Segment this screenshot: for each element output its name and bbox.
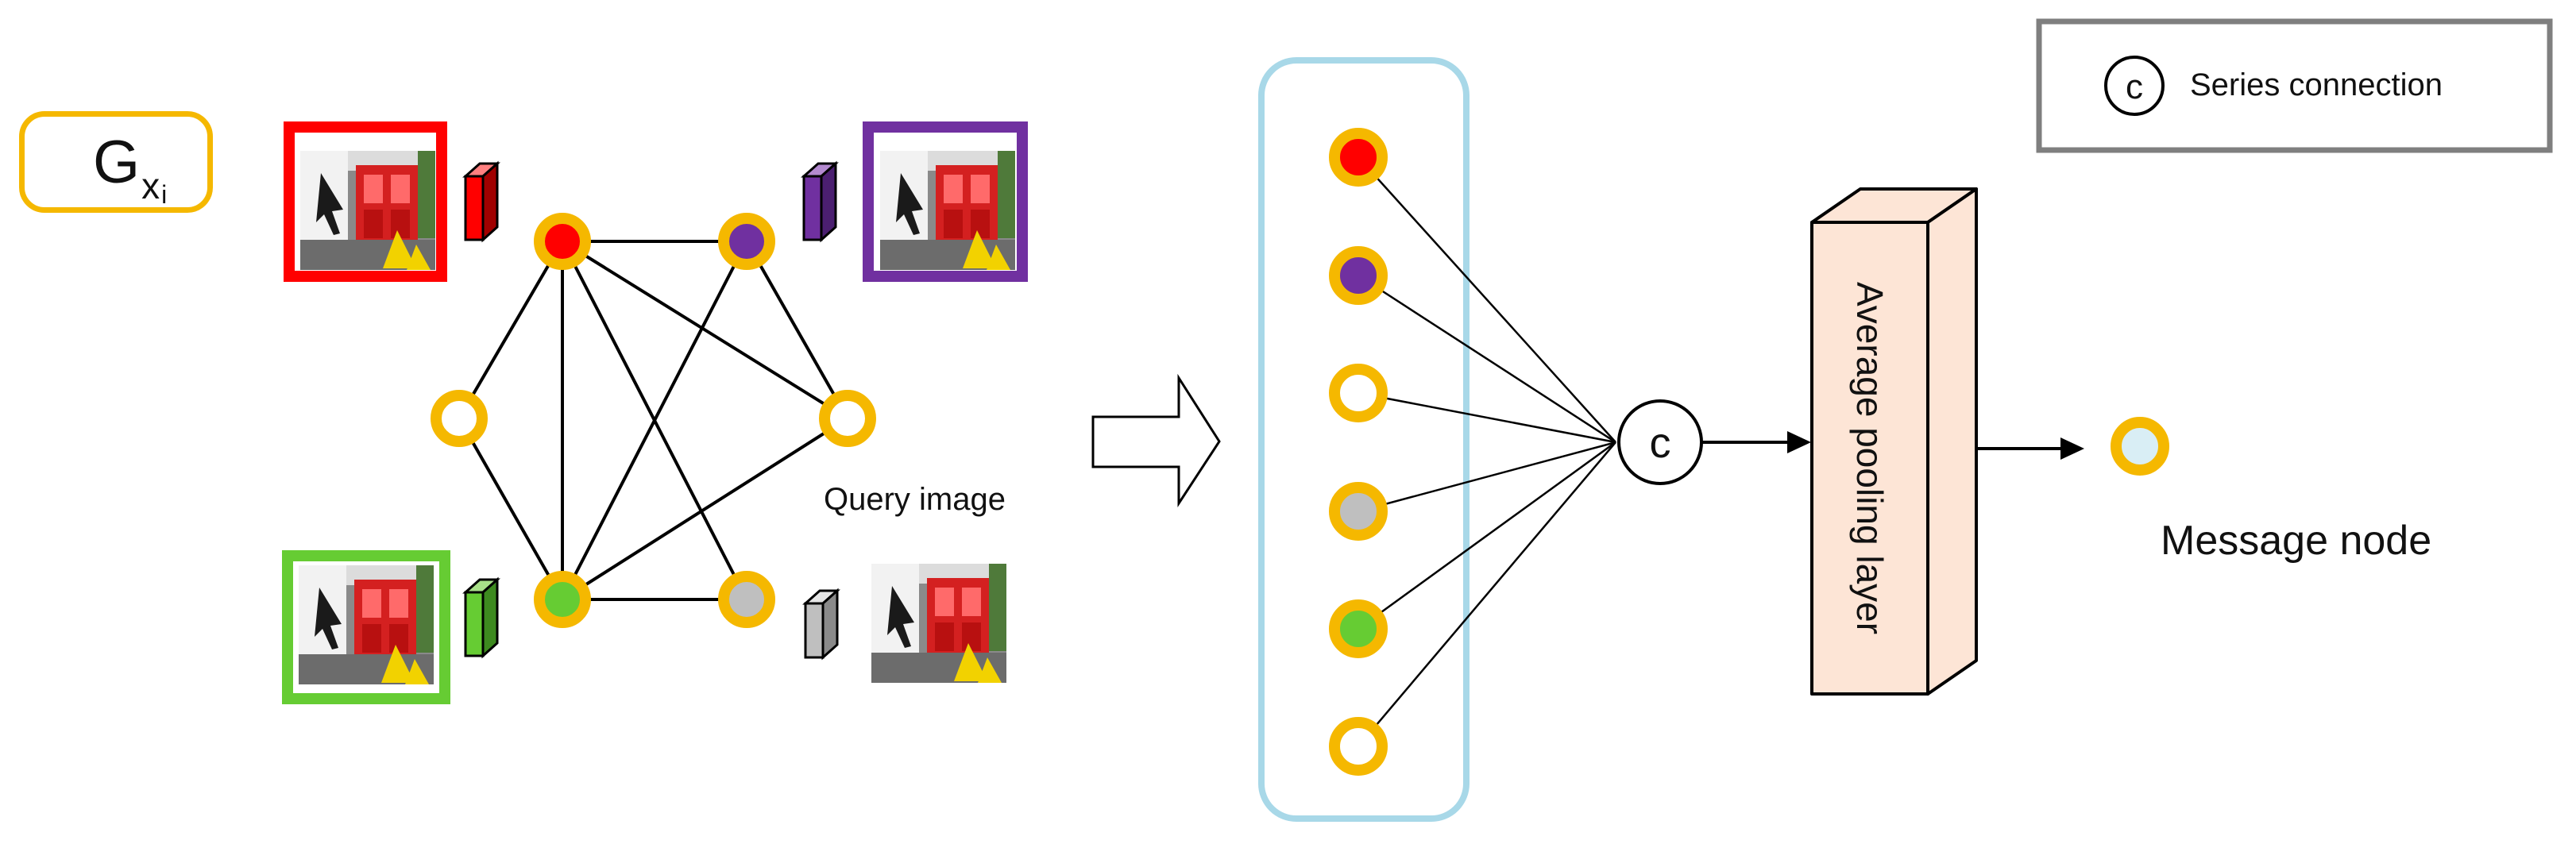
image-thumbnail <box>871 564 1006 683</box>
graph-node-empty <box>819 390 876 447</box>
fan-line <box>1358 156 1616 443</box>
graph-label-subsub: i <box>161 180 168 209</box>
hollow-arrow-icon <box>1091 373 1221 508</box>
fan-line <box>1358 274 1616 444</box>
query-image-label: Query image <box>824 482 1006 517</box>
image-thumbnail <box>880 151 1015 270</box>
message-node <box>2111 417 2169 476</box>
message-node-label: Message node <box>2161 518 2431 564</box>
graph-label-main: G <box>93 129 141 196</box>
legend-symbol-circle <box>2104 56 2165 116</box>
arrowhead-icon <box>1787 431 1811 453</box>
image-red-group <box>284 121 447 282</box>
graph-node-green <box>534 571 591 628</box>
feature-cube-icon <box>462 576 500 659</box>
fan-line <box>1358 441 1616 513</box>
list-nodes <box>1329 128 1388 776</box>
graph-label: Gxi <box>93 133 167 208</box>
graph-node-purple <box>718 213 775 270</box>
feature-cube-icon <box>802 588 840 661</box>
image-frame-red <box>284 121 447 282</box>
legend-symbol: c <box>2126 67 2143 106</box>
graph-edge <box>458 418 564 600</box>
arrowhead-icon <box>2060 437 2084 460</box>
graph-nodes <box>431 213 876 628</box>
graph-edge <box>561 240 849 420</box>
list-node-red <box>1329 128 1388 187</box>
fan-lines <box>1358 156 1616 747</box>
list-node-green <box>1329 599 1388 658</box>
graph-node-empty <box>431 390 488 447</box>
graph-edge <box>561 241 748 600</box>
list-node-empty <box>1329 717 1388 776</box>
graph-label-box: Gxi <box>19 111 213 213</box>
list-node-gray <box>1329 482 1388 541</box>
graph-edge <box>458 240 564 420</box>
fan-line <box>1358 391 1616 444</box>
node-list-box <box>1258 57 1470 822</box>
list-node-purple <box>1329 246 1388 305</box>
image-purple-group <box>863 121 1028 282</box>
pooling-layer-block <box>1810 187 1978 696</box>
graph-edges <box>458 240 849 601</box>
graph-node-gray <box>718 571 775 628</box>
fan-line <box>1358 441 1616 630</box>
image-thumbnail <box>299 565 434 684</box>
pooling-layer-label: Average pooling layer <box>1849 282 1890 634</box>
image-thumbnail <box>300 151 435 270</box>
graph-label-sub: x <box>141 165 160 206</box>
graph-node-red <box>534 213 591 270</box>
image-frame-green <box>282 550 450 704</box>
image-frame-purple <box>863 121 1028 282</box>
fan-line <box>1358 441 1616 747</box>
legend-text: Series connection <box>2190 67 2443 102</box>
feature-cube-icon <box>801 160 839 243</box>
image-green-group <box>282 550 450 704</box>
feature-cube-icon <box>462 160 500 243</box>
graph-edge <box>745 241 849 419</box>
list-node-empty <box>1329 364 1388 422</box>
graph-edge <box>561 417 849 601</box>
concat-symbol: c <box>1650 419 1671 467</box>
